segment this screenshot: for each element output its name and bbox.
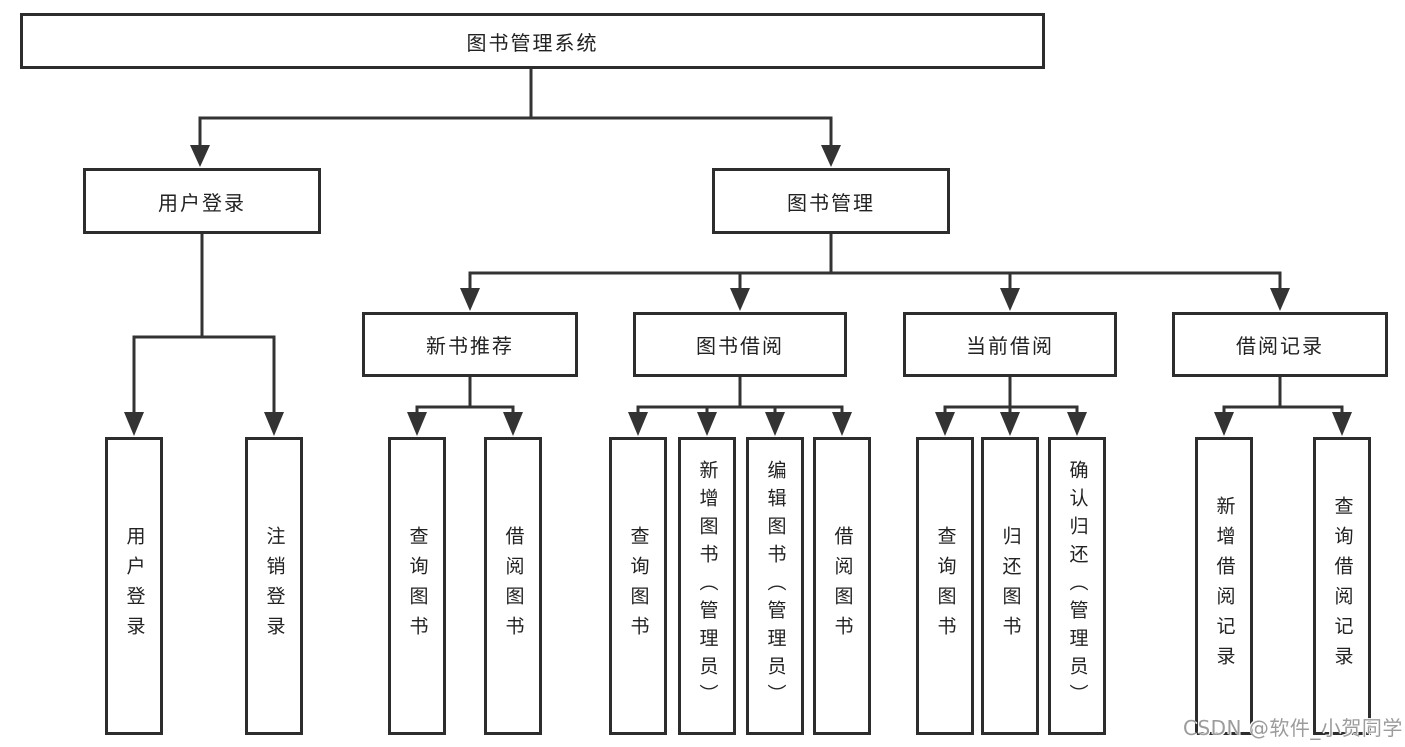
node-book-management-label: 图书管理 <box>787 190 875 215</box>
node-book-borrowing: 图书借阅 <box>633 312 847 377</box>
leaf-add-borrow-record: 新增借阅记录 <box>1195 437 1253 735</box>
leaf-add-borrow-record-label: 新增借阅记录 <box>1213 496 1236 676</box>
leaf-logout-label: 注销登录 <box>263 526 286 646</box>
node-user-login: 用户登录 <box>83 168 321 234</box>
arrowheads <box>124 145 1352 436</box>
leaf-edit-books-admin: 编辑图书（管理员） <box>746 437 804 735</box>
watermark: CSDN @软件_小贺同学 <box>1183 716 1403 740</box>
node-book-borrowing-label: 图书借阅 <box>696 334 784 358</box>
leaf-confirm-return-admin: 确认归还（管理员） <box>1048 437 1106 735</box>
leaf-confirm-return-admin-label: 确认归还（管理员） <box>1066 460 1089 712</box>
leaf-user-login: 用户登录 <box>105 437 163 735</box>
leaf-query-borrow-record-label: 查询借阅记录 <box>1331 496 1354 676</box>
node-borrowing-records-label: 借阅记录 <box>1236 334 1324 358</box>
node-new-book-recommend-label: 新书推荐 <box>426 334 514 358</box>
leaf-query-books-borrowing-label: 查询图书 <box>627 526 650 646</box>
leaf-query-books-recommend-label: 查询图书 <box>406 526 429 646</box>
leaf-user-login-label: 用户登录 <box>123 526 146 646</box>
node-new-book-recommend: 新书推荐 <box>362 312 578 377</box>
leaf-return-books-label: 归还图书 <box>999 526 1022 646</box>
node-root: 图书管理系统 <box>20 13 1045 69</box>
leaf-borrow-books-recommend-label: 借阅图书 <box>502 526 525 646</box>
leaf-query-books-current-label: 查询图书 <box>934 526 957 646</box>
leaf-return-books: 归还图书 <box>981 437 1039 735</box>
node-book-management: 图书管理 <box>712 168 950 234</box>
node-current-borrowing: 当前借阅 <box>903 312 1117 377</box>
node-root-label: 图书管理系统 <box>466 30 599 55</box>
leaf-borrow-books-recommend: 借阅图书 <box>484 437 542 735</box>
node-borrowing-records: 借阅记录 <box>1172 312 1388 377</box>
leaf-query-borrow-record: 查询借阅记录 <box>1313 437 1371 735</box>
leaf-add-books-admin-label: 新增图书（管理员） <box>696 460 719 712</box>
node-current-borrowing-label: 当前借阅 <box>966 334 1054 358</box>
leaf-borrow-books-borrowing-label: 借阅图书 <box>831 526 854 646</box>
leaf-logout: 注销登录 <box>245 437 303 735</box>
leaf-add-books-admin: 新增图书（管理员） <box>678 437 736 735</box>
leaf-query-books-recommend: 查询图书 <box>388 437 446 735</box>
leaf-query-books-borrowing: 查询图书 <box>609 437 667 735</box>
node-user-login-label: 用户登录 <box>158 190 246 215</box>
leaf-edit-books-admin-label: 编辑图书（管理员） <box>764 460 787 712</box>
leaf-query-books-current: 查询图书 <box>916 437 974 735</box>
leaf-borrow-books-borrowing: 借阅图书 <box>813 437 871 735</box>
